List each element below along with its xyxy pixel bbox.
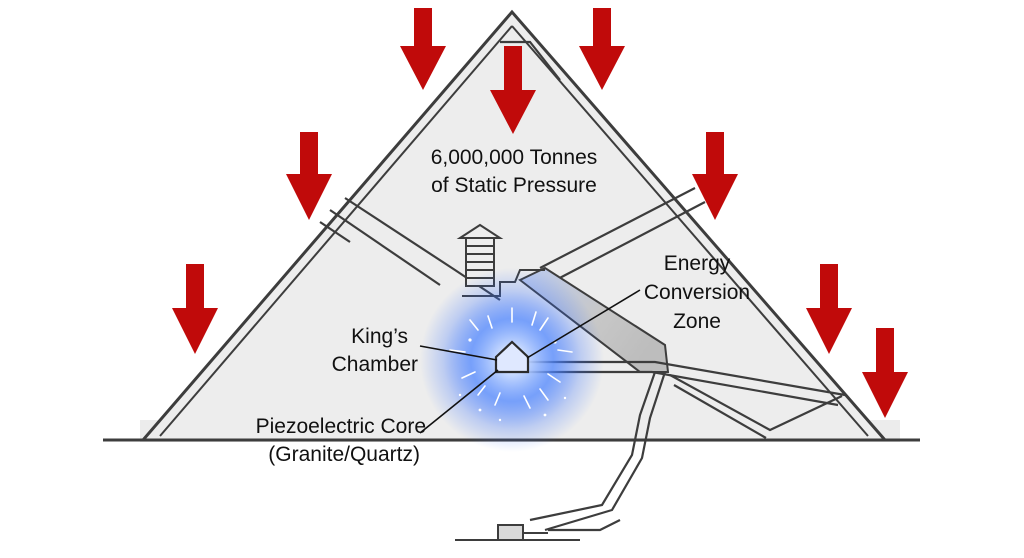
- energy-label-line1: Energy: [664, 252, 731, 275]
- subterranean-chamber: [455, 524, 580, 541]
- pressure-arrow-icon: [579, 8, 625, 90]
- energy-burst-icon: [449, 307, 573, 409]
- pressure-arrow-icon: [490, 46, 536, 134]
- pressure-arrow-icon: [286, 132, 332, 220]
- core-label-line1: Piezoelectric Core: [256, 415, 426, 438]
- internal-block-lines: [319, 40, 706, 301]
- energy-sparks: [458, 338, 567, 422]
- pressure-arrow-icon: [692, 132, 738, 220]
- king-label-line2: Chamber: [332, 353, 418, 376]
- pressure-arrow-icon: [806, 264, 852, 354]
- pressure-arrow-icon: [862, 328, 908, 418]
- pressure-arrow-icon: [400, 8, 446, 90]
- pressure-arrow-icon: [172, 264, 218, 354]
- energy-label-line3: Zone: [673, 310, 721, 333]
- pressure-label-line2: of Static Pressure: [431, 174, 597, 197]
- pyramid-casing-left: [159, 25, 513, 437]
- pressure-label-line1: 6,000,000 Tonnes: [431, 146, 598, 169]
- energy-label-line2: Conversion: [644, 281, 750, 304]
- core-label-line2: (Granite/Quartz): [268, 443, 420, 466]
- kings-chamber: [494, 340, 530, 374]
- king-label-line1: King’s: [351, 325, 408, 348]
- pyramid-casing-right: [511, 25, 869, 437]
- leader-lines: [419, 289, 641, 434]
- pressure-arrows: [172, 8, 908, 418]
